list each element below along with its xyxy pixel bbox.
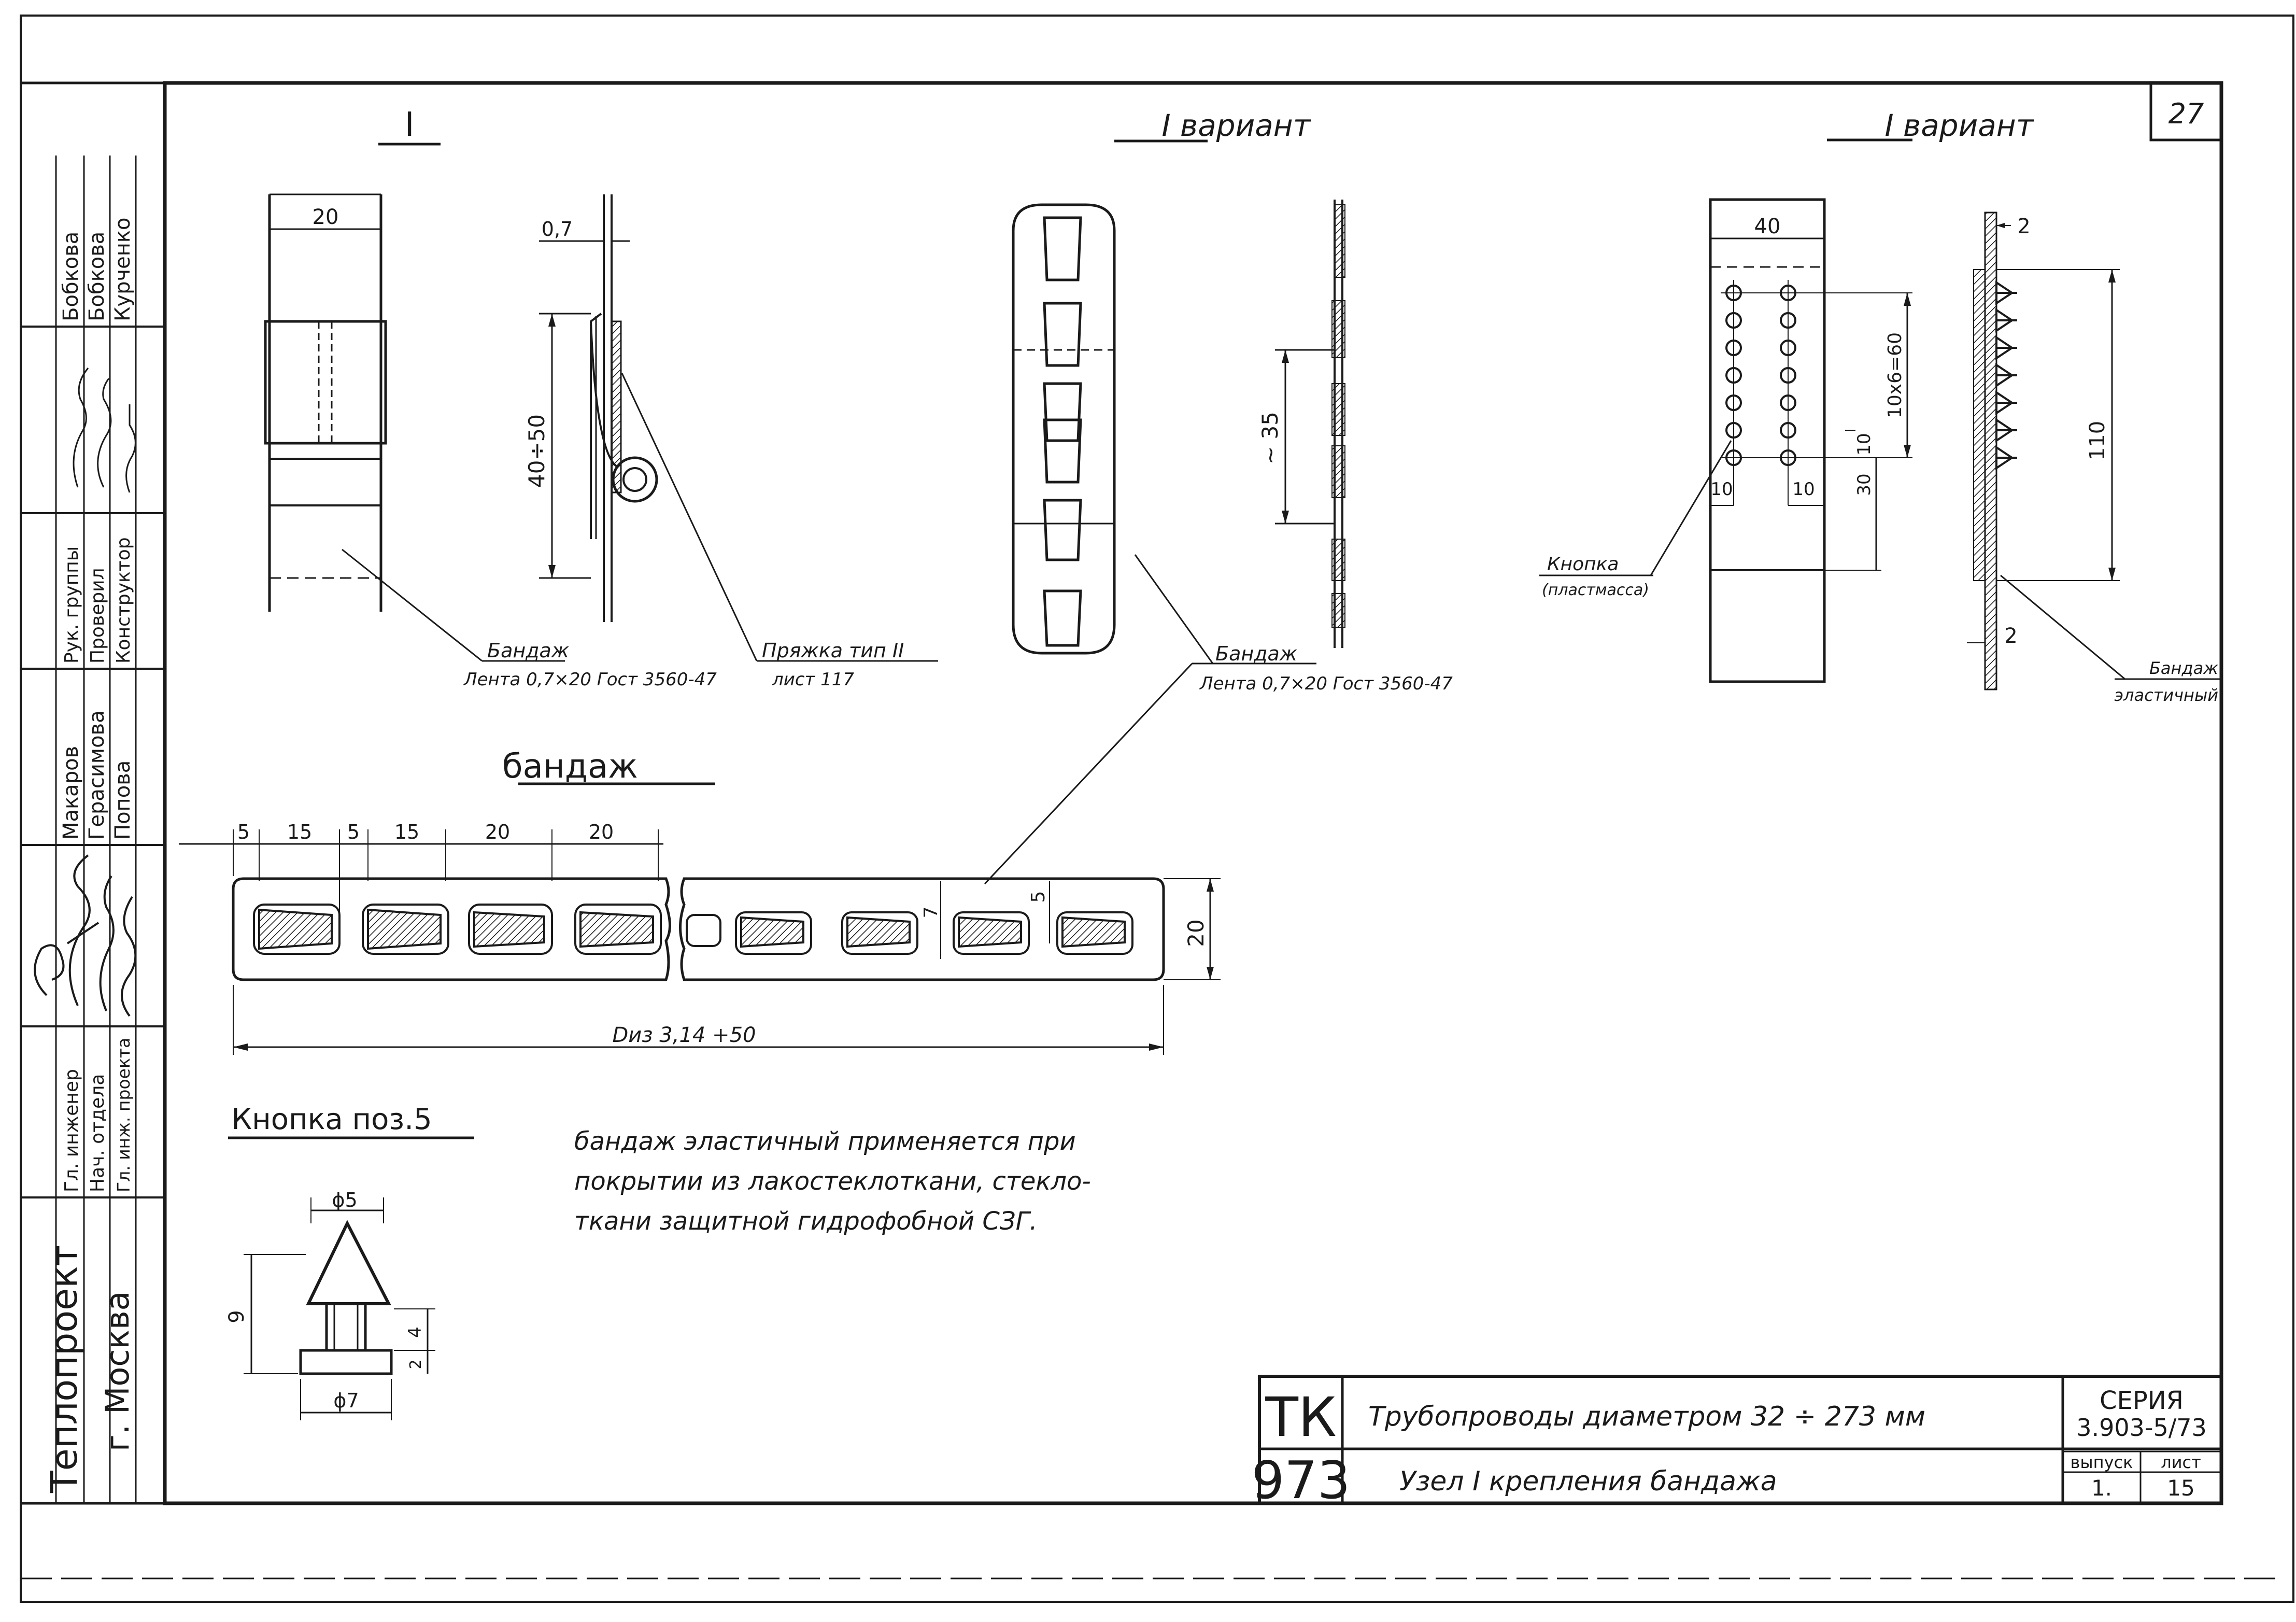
- title-code-bottom: 973: [1252, 1450, 1351, 1511]
- view3-dim-grid: 10x6=60: [1884, 332, 1906, 418]
- view1-dim-thickness: 0,7: [542, 218, 573, 241]
- stamp-name-5: Герасимова: [85, 710, 109, 840]
- stamp-role-5: Нач. отдела: [87, 1074, 108, 1192]
- button-dim-top-dia: ϕ5: [332, 1189, 357, 1211]
- note-line-1: бандаж эластичный применяется при: [574, 1127, 1076, 1156]
- sheet-number-box: 27: [2149, 81, 2223, 142]
- series-value: 3.903-5/73: [2076, 1414, 2207, 1442]
- left-stamp: Бобкова Бобкова Курченко Рук. группы Про…: [21, 156, 165, 1503]
- stamp-role-2: Проверил: [87, 568, 108, 664]
- button-detail-title: Кнопка поз.5: [231, 1103, 432, 1136]
- view2-title: I вариант: [1161, 108, 1311, 143]
- sheet-label: лист: [2161, 1452, 2201, 1472]
- title-line-1: Трубопроводы диаметром 32 ÷ 273 мм: [1368, 1401, 1925, 1432]
- series-label: СЕРИЯ: [2100, 1386, 2184, 1415]
- note: бандаж эластичный применяется при покрыт…: [574, 1127, 1091, 1236]
- view1-title: I: [405, 106, 415, 144]
- sheet-value: 15: [2167, 1475, 2194, 1501]
- title-line-2: Узел I крепления бандажа: [1399, 1466, 1777, 1497]
- callout-elastic-title: Бандаж: [2149, 658, 2218, 678]
- view2-slots: [1043, 216, 1082, 647]
- strip-dim-width: 20: [1183, 919, 1209, 947]
- strip-dim-top-1: 5: [237, 821, 250, 843]
- title-block: ТК 973 Трубопроводы диаметром 32 ÷ 273 м…: [1252, 1375, 2223, 1511]
- stamp-name-6: Попова: [111, 760, 135, 840]
- view1-dim-width: 20: [313, 205, 339, 229]
- view3-dim-col-b: 10: [1792, 479, 1815, 500]
- stamp-name-4: Макаров: [59, 746, 83, 840]
- view3-dim-total: 110: [2086, 421, 2109, 460]
- view-3: I вариант 40 10 10 10x6=60: [1539, 108, 2221, 705]
- view3-dim-col-a: 10: [1710, 479, 1733, 500]
- button-dim-stem-h: 4: [405, 1327, 426, 1338]
- title-code-top: ТК: [1265, 1386, 1336, 1449]
- view3-side-buttons: [1995, 280, 2017, 470]
- strip-dim-length: Dиз 3,14 +50: [613, 1023, 756, 1047]
- view3-dim-step: 10: [1854, 433, 1875, 455]
- signature-group-2: [34, 854, 137, 1017]
- issue-label: выпуск: [2071, 1452, 2133, 1472]
- issue-value: 1.: [2091, 1475, 2112, 1501]
- strip-title: бандаж: [502, 747, 638, 786]
- note-line-2: покрытии из лакостеклоткани, стекло-: [574, 1167, 1091, 1196]
- stamp-name-1: Бобкова: [59, 232, 83, 321]
- callout-elastic-sub: эластичный: [2114, 685, 2218, 705]
- view2-dim-pitch: ~ 35: [1257, 412, 1283, 464]
- view-2: I вариант ~ 35 Бандаж: [984, 108, 1453, 885]
- stamp-role-4: Гл. инженер: [61, 1069, 82, 1192]
- callout-bandage1-title: Бандаж: [487, 639, 569, 662]
- button-dim-base-h: 2: [407, 1359, 425, 1369]
- stamp-role-3: Конструктор: [113, 537, 134, 664]
- stamp-org-city: г. Москва: [98, 1291, 136, 1452]
- callout-bandage1-spec: Лента 0,7×20 Гост 3560-47: [463, 669, 717, 690]
- sheet-number: 27: [2169, 97, 2204, 130]
- strip-view: бандаж 5 15 5 15 20 20: [179, 747, 1221, 1055]
- stamp-org-name: Теплопроект: [43, 1245, 86, 1493]
- strip-dim-top-6: 20: [589, 821, 614, 843]
- strip-dim-top-5: 20: [485, 821, 510, 843]
- strip-slots: [253, 904, 1133, 955]
- signature-group-1: [73, 368, 136, 493]
- callout-button-title: Кнопка: [1547, 554, 1619, 575]
- stamp-name-2: Бобкова: [85, 232, 109, 321]
- button-detail: Кнопка поз.5 ϕ5 9 4 2 ϕ7: [225, 1103, 474, 1420]
- callout-buckle-ref: лист 117: [772, 669, 854, 690]
- view3-dim-thk-top: 2: [2017, 215, 2030, 238]
- view3-dim-thk-bottom: 2: [2004, 624, 2017, 648]
- view-1: I 20 0,7 40÷50: [264, 106, 938, 690]
- stamp-role-6: Гл. инж. проекта: [114, 1038, 134, 1192]
- strip-dim-top-3: 5: [347, 821, 360, 843]
- view3-title: I вариант: [1884, 108, 2034, 143]
- stamp-role-1: Рук. группы: [61, 546, 82, 664]
- button-dim-base-dia: ϕ7: [333, 1389, 359, 1412]
- strip-dim-slot-gap: 5: [1028, 891, 1049, 903]
- strip-dim-top-2: 15: [287, 821, 312, 843]
- callout-buckle-title: Пряжка тип II: [762, 639, 904, 662]
- view3-dim-width: 40: [1754, 215, 1781, 238]
- note-line-3: ткани защитной гидрофобной СЗГ.: [574, 1207, 1038, 1236]
- strip-dim-slot-h: 7: [920, 907, 942, 919]
- stamp-name-3: Курченко: [111, 218, 135, 322]
- callout-bandage2-spec: Лента 0,7×20 Гост 3560-47: [1199, 673, 1453, 694]
- callout-button-material: (пластмасса): [1542, 581, 1649, 599]
- view3-button-grid: [1710, 280, 1912, 506]
- button-dim-total-h: 9: [225, 1310, 249, 1323]
- sheet-frame: [20, 15, 2294, 1603]
- strip-dim-top-4: 15: [394, 821, 419, 843]
- view3-dim-bottom: 30: [1854, 473, 1875, 496]
- view1-dim-height: 40÷50: [524, 414, 549, 488]
- callout-bandage2-title: Бандаж: [1215, 642, 1297, 665]
